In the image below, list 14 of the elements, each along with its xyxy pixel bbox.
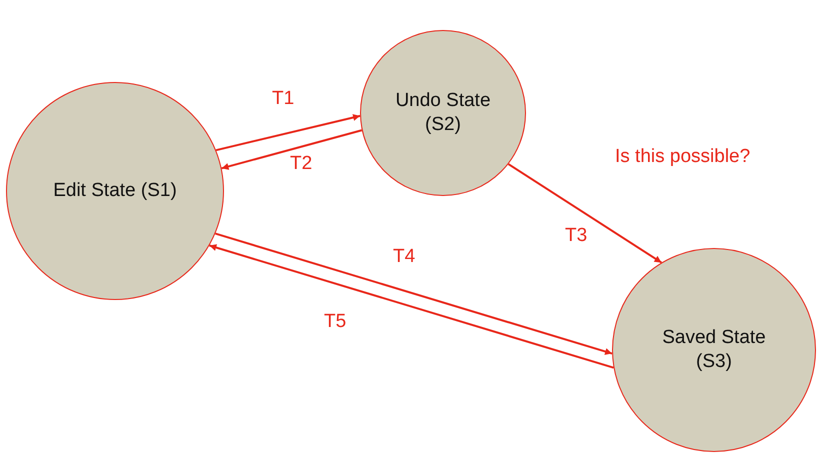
note: Is this possible? [615, 146, 750, 168]
edge-label: T3 [565, 225, 588, 247]
arrow [216, 114, 360, 152]
arrow [221, 129, 362, 170]
edge-label: T5 [324, 311, 346, 333]
arrow [508, 163, 662, 264]
arrow [209, 244, 614, 369]
edge-label: T1 [272, 88, 294, 110]
state-name: Undo State (S2) [394, 89, 492, 137]
edge-label: T4 [393, 246, 416, 268]
edge-label: T2 [290, 153, 312, 175]
state-name: Saved State (S3) [661, 326, 767, 374]
state-name: Edit State (S1) [52, 179, 178, 203]
arrow [215, 232, 612, 355]
